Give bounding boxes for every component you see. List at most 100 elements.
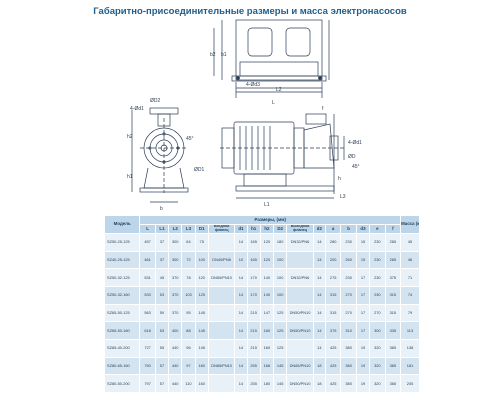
table-cell: 45 bbox=[400, 233, 420, 252]
table-cell: 425 bbox=[324, 338, 342, 358]
table-cell bbox=[286, 338, 314, 358]
table-cell: 531 bbox=[139, 268, 156, 287]
table-cell bbox=[207, 321, 236, 340]
table-cell: 400 bbox=[168, 321, 183, 340]
table-cell: 310 bbox=[340, 321, 357, 340]
cell-model: SZ65-50-125 bbox=[103, 303, 141, 323]
table-cell: 230 bbox=[369, 285, 386, 305]
table-cell: 461 bbox=[139, 250, 156, 270]
table-cell: 110 bbox=[181, 374, 196, 393]
table-cell: 265 bbox=[384, 233, 402, 252]
header-col: Выходной фланец bbox=[286, 224, 314, 234]
table-cell: 17 bbox=[355, 268, 371, 287]
table-cell: 280 bbox=[324, 233, 342, 252]
table-cell: 125 bbox=[272, 321, 288, 340]
table-cell: 750 bbox=[139, 356, 156, 376]
table-cell: 88 bbox=[181, 321, 196, 340]
label-l3: L3 bbox=[340, 194, 346, 200]
table-cell: 275 bbox=[324, 268, 342, 287]
table-cell: 14 bbox=[312, 303, 326, 323]
table-cell: 14 bbox=[312, 268, 326, 287]
table-cell: 71 bbox=[400, 268, 420, 287]
table-cell: 79 bbox=[400, 303, 420, 323]
table-cell: 14 bbox=[234, 321, 248, 340]
table-cell: 14 bbox=[234, 285, 248, 305]
table-cell: DN50/PN10 bbox=[207, 268, 236, 287]
table-cell: 215 bbox=[246, 338, 261, 358]
front-view-drawing bbox=[131, 107, 189, 203]
table-cell: 125 bbox=[194, 285, 209, 305]
table-cell: 797 bbox=[139, 374, 156, 393]
table-cell: 457 bbox=[139, 233, 156, 252]
table-cell: 370 bbox=[168, 268, 183, 287]
table-cell: 440 bbox=[168, 338, 183, 358]
table-cell: 100 bbox=[272, 250, 288, 270]
table-cell: 160 bbox=[259, 321, 275, 340]
table-cell: 140 bbox=[259, 268, 275, 287]
table-cell: 618 bbox=[139, 321, 156, 340]
table-cell: 17 bbox=[355, 285, 371, 305]
label-angle: 45° bbox=[186, 136, 194, 142]
table-cell: 14 bbox=[312, 321, 326, 340]
header-col: d1 bbox=[234, 224, 248, 234]
table-cell: 260 bbox=[340, 250, 357, 270]
table-cell: 37 bbox=[154, 250, 170, 270]
cell-model: SZ50-25-125 bbox=[103, 233, 141, 252]
table-cell: 370 bbox=[168, 303, 183, 323]
table-cell: 230 bbox=[340, 268, 357, 287]
table-cell: 160 bbox=[194, 374, 209, 393]
table-cell: 113 bbox=[400, 321, 420, 340]
table-cell bbox=[207, 233, 236, 252]
table-cell: 37 bbox=[154, 233, 170, 252]
table-cell: 50 bbox=[154, 303, 170, 323]
label-dd: ØD bbox=[348, 154, 356, 160]
table-cell: 533 bbox=[139, 285, 156, 305]
table-cell: 53 bbox=[154, 321, 170, 340]
table-cell: 315 bbox=[324, 285, 342, 305]
table-cell: 320 bbox=[369, 356, 386, 376]
top-view-drawing bbox=[213, 19, 330, 98]
label-l1: L1 bbox=[264, 202, 270, 208]
header-col: d3 bbox=[355, 224, 371, 234]
table-cell: 145 bbox=[194, 338, 209, 358]
label-b2: b2 bbox=[210, 52, 216, 58]
table-cell: 425 bbox=[324, 356, 342, 376]
cell-model: SZ65-50-160 bbox=[103, 321, 141, 340]
table-cell: 19 bbox=[355, 356, 371, 376]
table-cell: 230 bbox=[369, 268, 386, 287]
table-cell: 14 bbox=[312, 338, 326, 358]
table-cell: 425 bbox=[324, 374, 342, 393]
table-cell: 230 bbox=[369, 233, 386, 252]
table-cell: 165 bbox=[246, 233, 261, 252]
table-cell bbox=[286, 250, 314, 270]
table-cell: DN50/PN10 bbox=[286, 321, 314, 340]
table-cell: DN32/PN6 bbox=[286, 233, 314, 252]
table-cell: 300 bbox=[369, 321, 386, 340]
table-cell: 375 bbox=[384, 268, 402, 287]
table-cell: 215 bbox=[246, 321, 261, 340]
table-cell: 170 bbox=[246, 268, 261, 287]
header-mass: Масса (кг) bbox=[400, 215, 420, 234]
table-cell: 315 bbox=[384, 303, 402, 323]
table-cell: 335 bbox=[384, 321, 402, 340]
table-cell: 14 bbox=[312, 233, 326, 252]
table-cell: 15 bbox=[355, 250, 371, 270]
table-cell: 14 bbox=[234, 303, 248, 323]
table-cell: 14 bbox=[234, 374, 248, 393]
table-cell: 72 bbox=[181, 250, 196, 270]
table-cell: 180 bbox=[272, 233, 288, 252]
table-cell bbox=[286, 285, 314, 305]
header-col: a bbox=[324, 224, 342, 234]
header-col: h2 bbox=[259, 224, 275, 234]
table-cell: 120 bbox=[194, 268, 209, 287]
table-cell: 17 bbox=[355, 303, 371, 323]
table-cell: 265 bbox=[384, 250, 402, 270]
header-col: Входной фланец bbox=[207, 224, 236, 234]
table-cell: 57 bbox=[154, 356, 170, 376]
table-cell: 300 bbox=[168, 233, 183, 252]
